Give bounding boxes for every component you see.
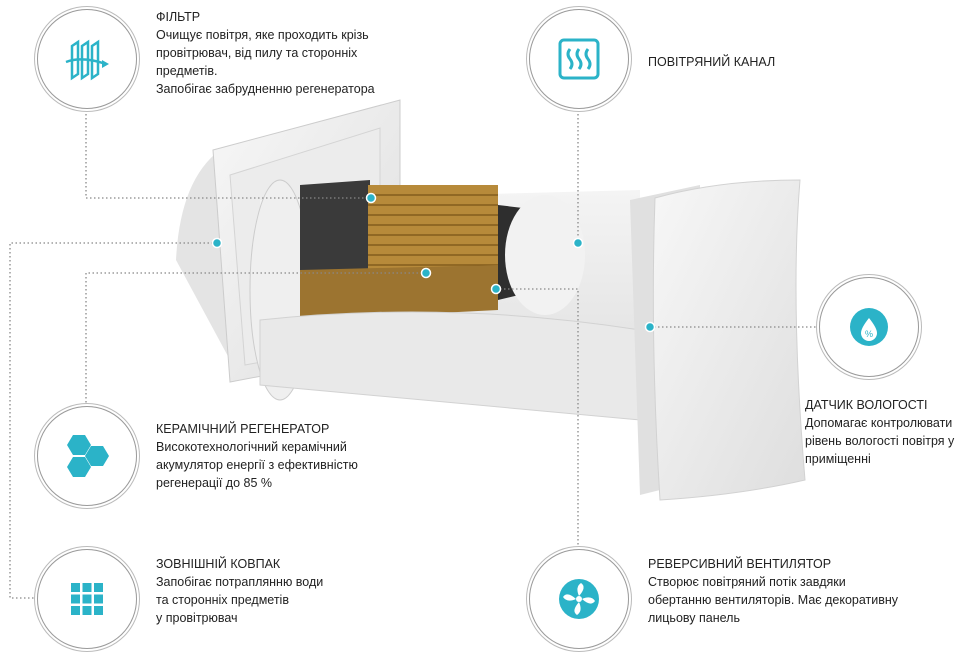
outer-hood-title: ЗОВНІШНІЙ КОВПАК xyxy=(156,557,281,571)
humidity-sensor-title: ДАТЧИК ВОЛОГОСТІ xyxy=(805,398,928,412)
filter-line: провітрювач, від пилу та сторонніх xyxy=(156,46,358,60)
reversible-fan-line: лицьову панель xyxy=(648,611,740,625)
humidity-sensor-description: ДАТЧИК ВОЛОГОСТІ Допомагає контролювати … xyxy=(805,396,954,468)
filter-title: ФІЛЬТР xyxy=(156,10,201,24)
hotspot-dots xyxy=(211,192,656,333)
air-channel-description: ПОВІТРЯНИЙ КАНАЛ xyxy=(648,53,775,71)
filter-description: ФІЛЬТР Очищує повітря, яке проходить крі… xyxy=(156,8,375,98)
reversible-fan-title: РЕВЕРСИВНИЙ ВЕНТИЛЯТОР xyxy=(648,557,832,571)
honeycomb-icon xyxy=(67,435,109,477)
outer-hood-line: та сторонніх предметів xyxy=(156,593,289,607)
regenerator-line: Високотехнологічний керамічний xyxy=(156,440,347,454)
reversible-fan-icon-circle xyxy=(529,549,629,649)
front-panel-shape xyxy=(630,179,806,501)
tube-shape xyxy=(249,179,641,421)
filter-line: Запобігає забрудненню регенератора xyxy=(156,82,375,96)
regenerator-title: КЕРАМІЧНИЙ РЕГЕНЕРАТОР xyxy=(156,422,330,436)
outer-hood-icon-circle xyxy=(37,549,137,649)
reversible-fan-line: Створює повітряний потік завдяки xyxy=(648,575,846,589)
connector-lines xyxy=(9,110,816,599)
reversible-fan-description: РЕВЕРСИВНИЙ ВЕНТИЛЯТОР Створює повітряни… xyxy=(648,555,898,627)
heat-waves-icon xyxy=(558,38,600,80)
humidity-sensor-line: приміщенні xyxy=(805,452,871,466)
regenerator-line: акумулятор енергії з ефективністю xyxy=(156,458,358,472)
humidity-drop-icon: % xyxy=(850,308,888,346)
regenerator-description: КЕРАМІЧНИЙ РЕГЕНЕРАТОР Високотехнологічн… xyxy=(156,420,358,492)
svg-text:%: % xyxy=(865,329,873,339)
grid-icon xyxy=(71,583,103,615)
fan-icon xyxy=(559,579,599,619)
humidity-sensor-line: Допомагає контролювати xyxy=(805,416,953,430)
humidity-sensor-line: рівень вологості повітря у xyxy=(805,434,955,448)
regenerator-line: регенерації до 85 % xyxy=(156,476,272,490)
outer-hood-description: ЗОВНІШНІЙ КОВПАК Запобігає потраплянню в… xyxy=(156,555,323,627)
air-channel-title: ПОВІТРЯНИЙ КАНАЛ xyxy=(648,55,776,69)
filter-line: предметів. xyxy=(156,64,218,78)
filter-icon xyxy=(65,39,109,81)
humidity-sensor-icon-circle: % xyxy=(819,277,919,377)
outer-hood-line: Запобігає потраплянню води xyxy=(156,575,324,589)
outer-hood-line: у провітрювач xyxy=(156,611,238,625)
regenerator-icon-circle xyxy=(37,406,137,506)
reversible-fan-line: обертанню вентиляторів. Має декоративну xyxy=(648,593,899,607)
air-channel-icon-circle xyxy=(529,9,629,109)
filter-line: Очищує повітря, яке проходить крізь xyxy=(156,28,369,42)
filter-icon-circle xyxy=(37,9,137,109)
